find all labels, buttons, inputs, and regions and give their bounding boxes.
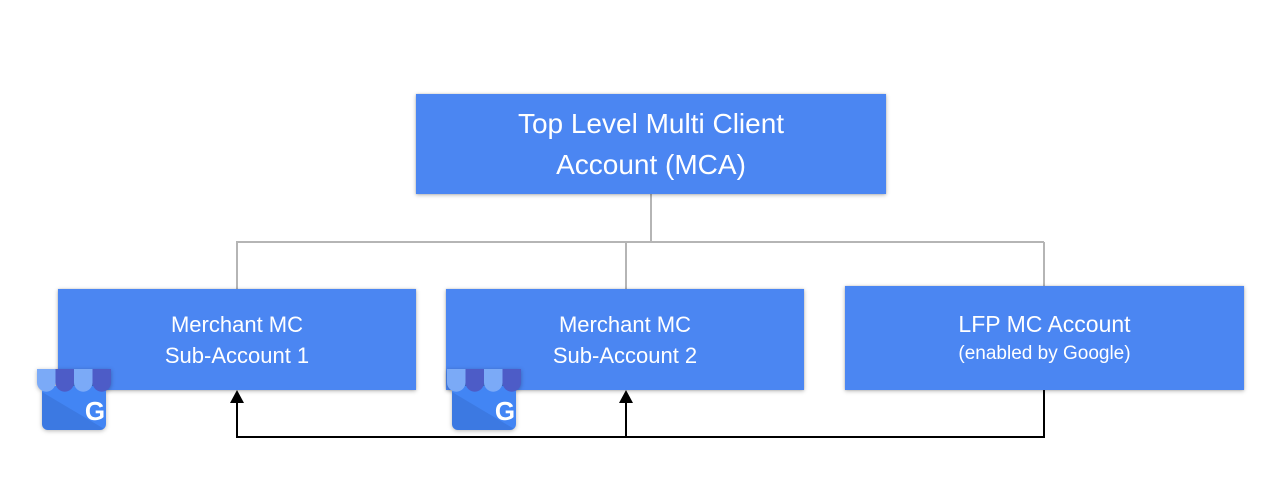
connector-drop-sub2 xyxy=(625,242,627,290)
google-g-letter: G xyxy=(85,396,105,426)
connector-drop-lfp xyxy=(1043,242,1045,287)
node-label-line: Account (MCA) xyxy=(556,149,746,180)
connector-mca-stem xyxy=(650,194,652,242)
node-label-line: Sub-Account 1 xyxy=(164,342,310,368)
connector-tree-horizontal xyxy=(236,241,1044,243)
arrowhead-to-sub2 xyxy=(619,390,633,403)
node-label-line: Merchant MC xyxy=(170,311,304,337)
node-label-line: LFP MC Account xyxy=(958,311,1131,337)
storefront-awning xyxy=(447,369,521,392)
flow-line-up-sub1 xyxy=(236,401,238,437)
storefront-fold xyxy=(42,392,106,430)
node-label-line: Merchant MC xyxy=(558,311,692,337)
storefront-awning xyxy=(37,369,111,392)
node-label-line: Sub-Account 2 xyxy=(552,342,698,368)
node-top-level-mca: Top Level Multi Client Account (MCA) xyxy=(416,94,886,194)
google-g-letter: G xyxy=(495,396,515,426)
node-merchant-sub-account-1: Merchant MC Sub-Account 1 xyxy=(58,289,416,390)
google-business-profile-icon: G xyxy=(37,369,111,430)
storefront-body xyxy=(42,386,106,430)
node-label-line: Top Level Multi Client xyxy=(517,108,785,139)
storefront-fold xyxy=(452,392,516,430)
flow-line-lfp-down xyxy=(1043,390,1045,437)
node-lfp-mc-account: LFP MC Account (enabled by Google) xyxy=(845,286,1244,390)
connector-drop-sub1 xyxy=(236,242,238,290)
flow-line-horizontal xyxy=(236,436,1045,438)
google-business-profile-icon: G xyxy=(447,369,521,430)
flow-line-up-sub2 xyxy=(625,401,627,437)
storefront-body xyxy=(452,386,516,430)
arrowhead-to-sub1 xyxy=(230,390,244,403)
node-label-line: (enabled by Google) xyxy=(958,343,1131,364)
